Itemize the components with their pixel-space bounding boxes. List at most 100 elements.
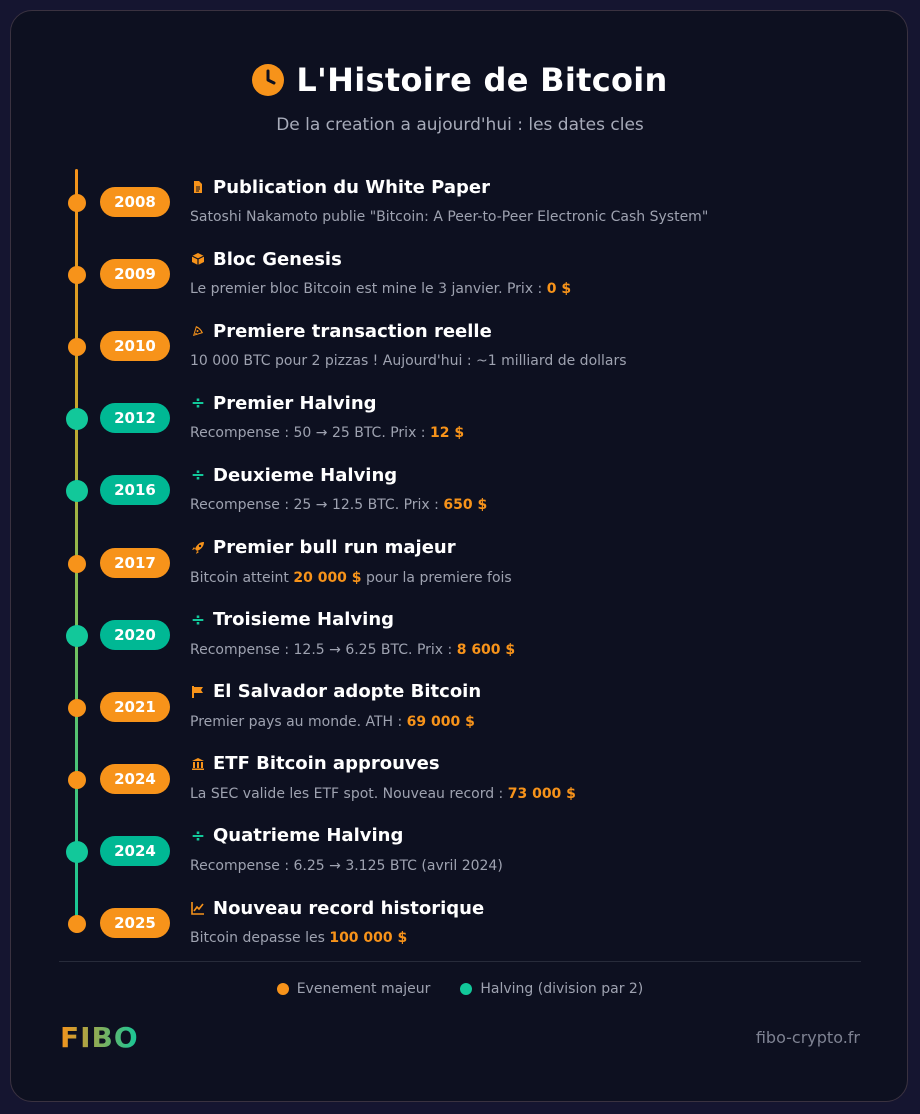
event-description-suffix: pour la premiere fois — [361, 569, 512, 586]
event-title: ETF Bitcoin approuves — [213, 753, 440, 775]
bank-icon — [190, 756, 206, 772]
event-price-highlight: 20 000 $ — [293, 569, 362, 586]
clock-icon — [252, 64, 285, 96]
year-badge: 2010 — [100, 331, 170, 362]
halving-dot — [66, 840, 88, 863]
major-event-dot — [68, 698, 86, 717]
timeline-event-2024: 2024 ETF Bitcoin approuves La SEC valide l… — [11, 753, 909, 814]
brand-logo: FIBO — [60, 1021, 139, 1054]
event-title-row: ÷ Quatrieme Halving — [190, 824, 403, 848]
legend-item-halving: Halving (division par 2) — [460, 981, 643, 997]
event-title: Bloc Genesis — [213, 248, 342, 270]
legend-halving-dot — [460, 983, 473, 995]
year-badge: 2012 — [100, 403, 170, 434]
major-event-dot — [68, 194, 86, 212]
year-badge: 2025 — [100, 908, 170, 938]
divide-icon: ÷ — [190, 393, 206, 414]
event-title: Troisieme Halving — [213, 609, 395, 631]
halving-dot — [66, 480, 88, 503]
flag-icon — [190, 684, 206, 700]
event-title-row: Publication du White Paper — [190, 175, 490, 199]
event-description-text: Recompense : 6.25 → 3.125 BTC (avril 202… — [190, 857, 503, 874]
page-title: L'Histoire de Bitcoin — [296, 61, 668, 99]
event-price-highlight: 69 000 $ — [406, 713, 475, 730]
event-title: Deuxieme Halving — [213, 464, 398, 486]
event-title-row: ÷ Premier Halving — [190, 391, 377, 415]
event-description-text: Bitcoin depasse les — [190, 930, 330, 946]
major-event-dot — [68, 338, 86, 357]
event-description: Premier pays au monde. ATH : 69 000 $ — [190, 714, 475, 730]
event-description: Recompense : 50 → 25 BTC. Prix : 12 $ — [190, 425, 464, 441]
legend-halving-label: Halving (division par 2) — [480, 981, 644, 997]
event-description-text: Recompense : 50 → 25 BTC. Prix : — [190, 425, 430, 442]
page-subtitle: De la creation a aujourd'hui : les dates… — [276, 115, 644, 135]
event-title: El Salvador adopte Bitcoin — [213, 681, 482, 703]
event-title: Premiere transaction reelle — [213, 320, 492, 342]
year-badge: 2008 — [100, 187, 170, 217]
event-description-text: Recompense : 25 → 12.5 BTC. Prix : — [190, 497, 444, 514]
year-badge: 2021 — [100, 691, 170, 722]
timeline-line — [75, 169, 78, 933]
event-description: Recompense : 12.5 → 6.25 BTC. Prix : 8 6… — [190, 642, 515, 658]
event-title-row: ÷ Troisieme Halving — [190, 608, 394, 632]
legend-major-dot — [276, 983, 289, 995]
major-event-dot — [68, 554, 86, 573]
event-price-highlight: 0 $ — [546, 281, 572, 298]
event-price-highlight: 8 600 $ — [456, 641, 516, 658]
divide-icon: ÷ — [190, 609, 206, 630]
event-title-row: Premier bull run majeur — [190, 536, 456, 560]
event-description-text: La SEC valide les ETF spot. Nouveau reco… — [190, 785, 508, 802]
divide-icon: ÷ — [190, 825, 206, 846]
event-title: Nouveau record historique — [213, 897, 485, 919]
event-description: La SEC valide les ETF spot. Nouveau reco… — [190, 786, 576, 802]
event-description: Bitcoin atteint 20 000 $ pour la premier… — [190, 570, 512, 586]
divider — [59, 961, 861, 962]
year-badge: 2024 — [100, 835, 170, 866]
event-title: Premier Halving — [213, 392, 377, 414]
event-title-row: Nouveau record historique — [190, 896, 484, 920]
event-title: Quatrieme Halving — [213, 825, 404, 847]
event-description-text: Satoshi Nakamoto publie "Bitcoin: A Peer… — [190, 209, 709, 225]
event-description: Le premier bloc Bitcoin est mine le 3 ja… — [190, 281, 571, 297]
divide-icon: ÷ — [190, 465, 206, 486]
legend-major-label: Evenement majeur — [296, 981, 431, 997]
infographic-card: L'Histoire de Bitcoin De la creation a a… — [10, 10, 908, 1102]
event-description: 10 000 BTC pour 2 pizzas ! Aujourd'hui :… — [190, 353, 627, 369]
year-badge: 2016 — [100, 475, 170, 506]
major-event-dot — [68, 266, 86, 285]
event-description: Bitcoin depasse les 100 000 $ — [190, 930, 407, 946]
halving-dot — [66, 624, 88, 647]
year-badge: 2020 — [100, 619, 170, 650]
document-icon — [190, 179, 206, 195]
event-title-row: Premiere transaction reelle — [190, 319, 492, 343]
event-description: Recompense : 25 → 12.5 BTC. Prix : 650 $ — [190, 497, 487, 513]
year-badge: 2024 — [100, 763, 170, 794]
event-price-highlight: 73 000 $ — [507, 785, 576, 802]
timeline-event-2010: 2010 Premiere transaction reelle 10 000 BT… — [11, 321, 909, 381]
event-title: Publication du White Paper — [213, 176, 490, 198]
legend-item-major: Evenement majeur — [276, 981, 431, 997]
event-price-highlight: 650 $ — [443, 497, 488, 514]
pizza-icon — [190, 323, 206, 339]
rocket-icon — [190, 540, 206, 556]
event-title: Premier bull run majeur — [213, 537, 456, 558]
legend: Evenement majeur Halving (division par 2… — [11, 981, 909, 997]
halving-dot — [66, 408, 88, 431]
event-description-text: Bitcoin atteint — [190, 569, 294, 586]
event-title-row: Bloc Genesis — [190, 247, 342, 271]
event-description: Recompense : 6.25 → 3.125 BTC (avril 202… — [190, 858, 503, 874]
site-url[interactable]: fibo-crypto.fr — [755, 1028, 860, 1047]
timeline-event-2009: 2009 Bloc Genesis Le premier bloc Bitcoin … — [11, 249, 909, 309]
event-description-text: Recompense : 12.5 → 6.25 BTC. Prix : — [190, 641, 457, 658]
year-badge: 2009 — [100, 259, 170, 290]
major-event-dot — [68, 770, 86, 789]
event-title-row: El Salvador adopte Bitcoin — [190, 680, 481, 704]
